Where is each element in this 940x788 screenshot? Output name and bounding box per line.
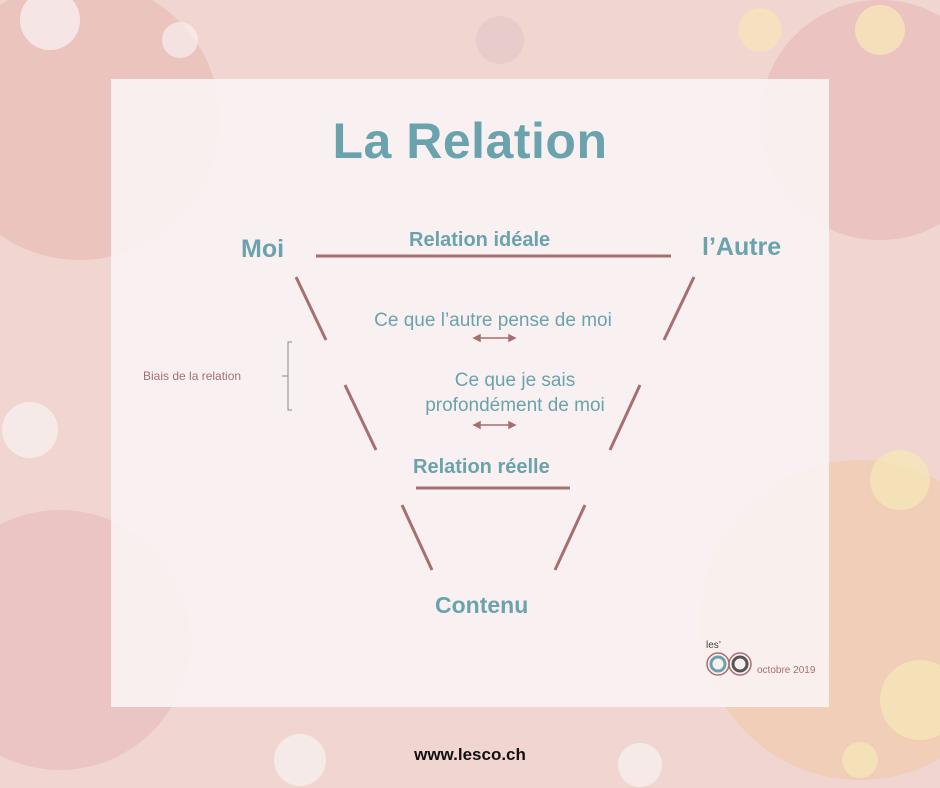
double-arrow-2 [472, 420, 517, 430]
right-line-2 [608, 384, 642, 451]
left-line-1 [294, 276, 328, 341]
double-arrow-1 [472, 333, 517, 343]
logo-mark [706, 652, 752, 676]
left-line-3 [400, 504, 434, 571]
right-line-1 [662, 276, 696, 341]
label-ce-que-sais: Ce que je sais profondément de moi [0, 368, 940, 418]
label-ce-que-sais-line2: profondément de moi [425, 395, 605, 416]
right-line-3 [553, 504, 587, 571]
label-moi: Moi [241, 235, 285, 263]
label-biais: Biais de la relation [143, 369, 242, 383]
diagram-title: La Relation [332, 113, 608, 169]
website-url[interactable]: www.lesco.ch [414, 745, 526, 764]
label-relation-reelle: Relation réelle [413, 456, 550, 478]
label-contenu: Contenu [435, 592, 529, 618]
diagram-panel [111, 79, 829, 707]
left-line-2 [343, 384, 378, 451]
label-autre: l’Autre [702, 233, 782, 261]
bias-bracket [282, 341, 292, 411]
label-ce-que-pense: Ce que l’autre pense de moi [374, 310, 612, 331]
label-ce-que-sais-line1: Ce que je sais [454, 370, 576, 391]
label-relation-ideale: Relation idéale [409, 229, 551, 251]
logo-les-text: les’ [706, 640, 722, 651]
logo-date-text: octobre 2019 [757, 665, 816, 676]
